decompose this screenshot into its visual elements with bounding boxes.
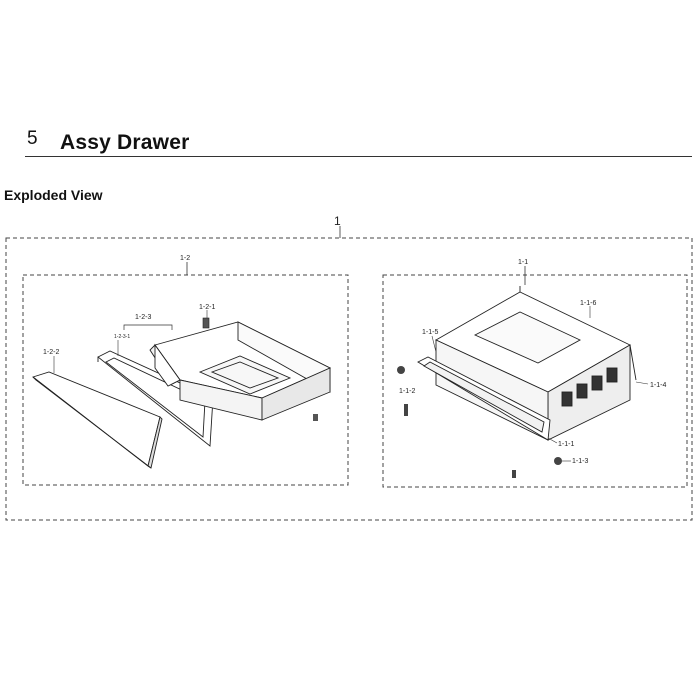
left-group-frame <box>22 274 349 486</box>
label-part-1-2-3: 1-2-3 <box>135 314 151 321</box>
section-title: Assy Drawer <box>60 131 190 154</box>
label-right-group: 1-1 <box>518 259 528 266</box>
screw-part <box>313 414 318 421</box>
label-part-1-1-5: 1-1-5 <box>422 329 438 336</box>
section-number: 5 <box>27 128 38 149</box>
drawer-tray-part <box>149 321 332 421</box>
fastener-part <box>397 366 405 374</box>
bolt-part <box>512 470 516 478</box>
exploded-view-heading: Exploded View <box>4 187 103 203</box>
label-part-1-2-1: 1-2-1 <box>199 304 215 311</box>
label-assembly: 1 <box>334 214 341 228</box>
screw-part-right <box>554 457 562 465</box>
clip-part <box>202 317 210 329</box>
label-part-1-1-3: 1-1-3 <box>572 458 588 465</box>
label-left-group: 1-2 <box>180 255 190 262</box>
front-rail-part <box>417 356 551 441</box>
front-panel-part <box>32 371 163 469</box>
pin-part <box>404 404 408 416</box>
label-part-1-1-1: 1-1-1 <box>558 441 574 448</box>
label-part-1-1-4: 1-1-4 <box>650 382 666 389</box>
label-part-1-1-6: 1-1-6 <box>580 300 596 307</box>
label-part-1-2-3-1: 1-2-3-1 <box>114 334 130 340</box>
label-part-1-2-2: 1-2-2 <box>43 349 59 356</box>
label-part-1-1-2: 1-1-2 <box>399 388 415 395</box>
assembly-frame <box>5 237 693 521</box>
right-group-frame <box>382 274 688 488</box>
title-rule <box>25 156 692 157</box>
